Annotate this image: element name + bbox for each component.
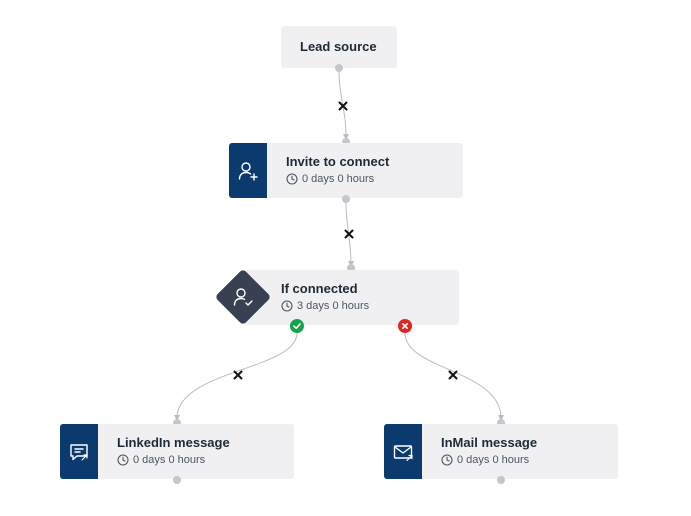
input-port[interactable] (173, 419, 181, 427)
delay-text: 0 days 0 hours (457, 454, 530, 466)
no-branch-badge[interactable] (398, 319, 412, 333)
output-port[interactable] (173, 476, 181, 484)
delay-text: 3 days 0 hours (297, 300, 370, 312)
clock-icon (441, 454, 453, 466)
delay-text: 0 days 0 hours (133, 454, 206, 466)
output-port[interactable] (342, 195, 350, 203)
message-icon (70, 443, 88, 461)
delete-edge-icon[interactable] (448, 370, 458, 380)
x-circle-icon (402, 323, 408, 329)
delay-text: 0 days 0 hours (302, 173, 375, 185)
delete-edge-icon[interactable] (233, 370, 243, 380)
clock-icon (286, 173, 298, 185)
input-port[interactable] (342, 138, 350, 146)
node-delay: 3 days 0 hours (281, 300, 369, 312)
invite-to-connect-node[interactable]: Invite to connect 0 days 0 hours (229, 143, 463, 198)
message-tile (60, 424, 98, 479)
inmail-message-node[interactable]: InMail message 0 days 0 hours (384, 424, 618, 479)
delete-edge-icon[interactable] (338, 101, 348, 111)
node-delay: 0 days 0 hours (117, 454, 205, 466)
output-port[interactable] (335, 64, 343, 72)
check-icon (293, 323, 301, 330)
node-title: If connected (281, 281, 358, 296)
node-title: InMail message (441, 435, 538, 450)
clock-icon (117, 454, 129, 466)
node-delay: 0 days 0 hours (286, 173, 374, 185)
node-title: Lead source (300, 39, 377, 54)
node-title: LinkedIn message (117, 435, 230, 450)
user-plus-icon (238, 161, 258, 181)
mail-icon (393, 444, 413, 461)
user-plus-tile (229, 143, 267, 198)
user-check-icon (233, 288, 253, 306)
mail-tile (384, 424, 422, 479)
condition-icon-holder (215, 269, 271, 325)
lead-source-node[interactable]: Lead source (281, 26, 397, 68)
delete-edge-icon[interactable] (344, 229, 354, 239)
clock-icon (281, 300, 293, 312)
linkedin-message-node[interactable]: LinkedIn message 0 days 0 hours (60, 424, 294, 479)
input-port[interactable] (347, 264, 355, 272)
node-title: Invite to connect (286, 154, 390, 169)
yes-branch-badge[interactable] (290, 319, 304, 333)
if-connected-node[interactable]: If connected 3 days 0 hours (244, 270, 459, 325)
node-delay: 0 days 0 hours (441, 454, 529, 466)
input-port[interactable] (497, 419, 505, 427)
output-port[interactable] (497, 476, 505, 484)
